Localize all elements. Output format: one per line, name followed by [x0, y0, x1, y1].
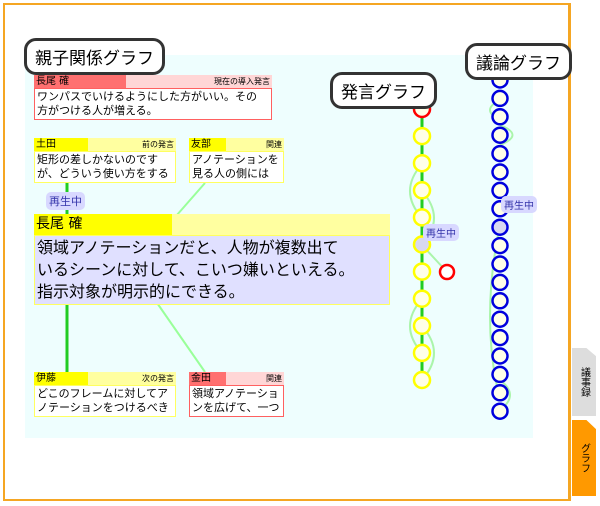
discussion-node[interactable]: [491, 108, 509, 126]
related-card-2[interactable]: 金田 関連 領域アノテーションを広げて、一つ: [189, 372, 284, 417]
utterance-node[interactable]: [412, 153, 432, 173]
utterance-node[interactable]: [412, 289, 432, 308]
discussion-node[interactable]: [491, 347, 509, 365]
card-text: ノテーションをつけるべき: [37, 401, 169, 414]
card-text: 領域アノテーショ: [192, 387, 279, 400]
utterance-node[interactable]: [412, 262, 432, 281]
utterance-node[interactable]: [412, 181, 432, 200]
speaker-name: 伊藤: [34, 372, 88, 385]
speaker-name: 友部: [189, 138, 226, 151]
speaker-name: 土田: [34, 138, 88, 151]
tab-minutes[interactable]: 議事録: [572, 348, 596, 416]
card-text: どこのフレームに対してア: [37, 387, 169, 400]
discussion-graph-label: 議論グラフ: [465, 43, 572, 80]
discussion-node[interactable]: [491, 181, 509, 200]
discussion-node[interactable]: [491, 218, 509, 236]
discussion-node[interactable]: [491, 89, 509, 108]
relation-label: 前の発言: [142, 140, 174, 149]
discussion-node[interactable]: [491, 310, 509, 328]
card-text: アノテーションを: [192, 153, 279, 166]
discussion-node[interactable]: [491, 236, 509, 255]
speaker-name: 長尾 確: [34, 214, 172, 235]
speaker-name: 長尾 確: [34, 75, 126, 88]
discussion-node[interactable]: [491, 365, 509, 384]
utterance-node[interactable]: [412, 343, 432, 363]
card-text: いるシーンに対して、こいつ嫌いといえる。: [37, 260, 355, 279]
card-text: 方がつける人が増える。: [37, 104, 158, 117]
discussion-playing-badge: 再生中: [501, 196, 537, 213]
utterance-node[interactable]: [412, 370, 432, 390]
relation-label: 現在の導入発言: [214, 77, 270, 86]
related-edge: [154, 299, 206, 373]
relation-label: 関連: [266, 140, 282, 149]
main-card[interactable]: 長尾 確 領域アノテーションだと、人物が複数出ているシーンに対して、こいつ嫌いと…: [34, 214, 390, 305]
card-text: 領域アノテーションだと、人物が複数出て: [37, 238, 339, 257]
parent-child-graph-label: 親子関係グラフ: [24, 38, 165, 75]
discussion-node[interactable]: [491, 126, 509, 144]
utterance-graph-label: 発言グラフ: [330, 72, 437, 109]
relation-label: 関連: [266, 374, 282, 383]
card-text: が、どういう使い方をする: [37, 167, 169, 180]
discussion-node[interactable]: [491, 292, 509, 310]
speaker-name: 金田: [189, 372, 226, 385]
related-card-1[interactable]: 友部 関連 アノテーションを見る人の側には: [189, 138, 284, 183]
relation-label: 次の発言: [142, 374, 174, 383]
discussion-node[interactable]: [491, 328, 509, 347]
discussion-node[interactable]: [491, 384, 509, 402]
utterance-node[interactable]: [412, 208, 432, 227]
card-text: ワンパスでいけるようにした方がいい。その: [37, 90, 257, 103]
discussion-node[interactable]: [491, 163, 509, 181]
card-text: 矩形の差しかないのです: [37, 153, 158, 166]
discussion-node[interactable]: [491, 255, 509, 273]
related-edge: [489, 99, 514, 411]
card-text: 指示対象が明示的にできる。: [37, 282, 245, 301]
next-card[interactable]: 伊藤 次の発言 どこのフレームに対してアノテーションをつけるべき: [34, 372, 176, 417]
prev-card[interactable]: 土田 前の発言 矩形の差しかないのですが、どういう使い方をする: [34, 138, 176, 183]
utterance-node[interactable]: [412, 126, 432, 146]
discussion-node[interactable]: [491, 402, 509, 420]
card-text: ンを広げて、一つ: [192, 401, 280, 414]
utterance-node[interactable]: [412, 316, 432, 336]
utterance-playing-badge: 再生中: [423, 224, 459, 241]
discussion-node[interactable]: [491, 273, 509, 292]
card-text: 見る人の側には: [192, 167, 269, 180]
playing-badge: 再生中: [46, 192, 85, 210]
current-card[interactable]: 長尾 確 現在の導入発言 ワンパスでいけるようにした方がいい。その方がつける人が増…: [34, 75, 272, 120]
tab-graph[interactable]: グラフ: [572, 420, 596, 496]
discussion-node[interactable]: [491, 144, 509, 163]
utterance-node[interactable]: [438, 263, 456, 281]
